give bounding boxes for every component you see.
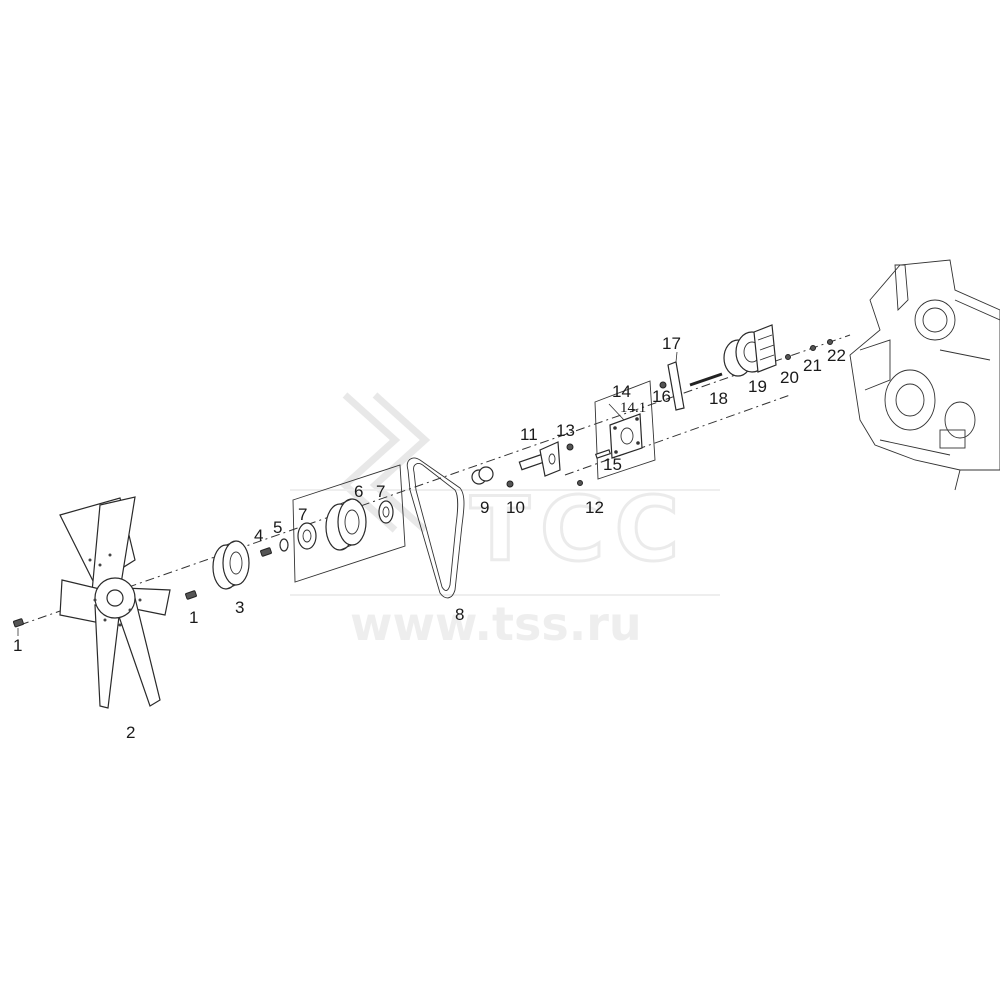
callout-3: 3 bbox=[235, 598, 244, 617]
fan-part-2 bbox=[59, 496, 171, 709]
callout-5: 5 bbox=[273, 518, 282, 537]
washer-part-20 bbox=[785, 354, 791, 360]
callout-19: 19 bbox=[748, 377, 767, 396]
bolt-part-4 bbox=[260, 547, 272, 557]
bolt-part-12 bbox=[577, 480, 583, 486]
nut-part-22 bbox=[827, 339, 833, 345]
callout-4: 4 bbox=[254, 526, 263, 545]
shaft-part-11 bbox=[518, 441, 561, 477]
callout-12: 12 bbox=[585, 498, 604, 517]
leader-lines bbox=[17, 351, 678, 636]
bolt-part-1-left bbox=[13, 618, 24, 628]
callout-7-left: 7 bbox=[298, 505, 307, 524]
pulley-part-6 bbox=[325, 498, 367, 551]
callout-21: 21 bbox=[803, 356, 822, 375]
belt-part-8 bbox=[406, 457, 465, 599]
callout-22: 22 bbox=[827, 346, 846, 365]
assembly-axis-upper bbox=[564, 394, 791, 476]
callout-11: 11 bbox=[520, 425, 538, 444]
fan-hub-part-3 bbox=[212, 540, 250, 590]
bearing-part-7-right bbox=[378, 500, 394, 524]
callout-18: 18 bbox=[709, 389, 728, 408]
assembly-axis bbox=[19, 334, 851, 626]
washer-part-21 bbox=[810, 345, 816, 351]
stud-part-15 bbox=[594, 449, 612, 459]
alternator-part-19 bbox=[723, 324, 777, 377]
bolt-part-18 bbox=[689, 372, 723, 387]
washer-part-5 bbox=[279, 538, 289, 552]
callout-1-center: 1 bbox=[189, 608, 198, 627]
callout-1-left: 1 bbox=[13, 636, 22, 655]
spacer-part-9 bbox=[471, 466, 494, 485]
callout-10: 10 bbox=[506, 498, 525, 517]
callout-14-1: 14.1 bbox=[620, 400, 646, 416]
group-box-parts-6-7 bbox=[292, 464, 406, 583]
callout-15: 15 bbox=[603, 455, 622, 474]
callout-20: 20 bbox=[780, 368, 799, 387]
callout-7-right: 7 bbox=[376, 482, 385, 501]
callout-17: 17 bbox=[662, 334, 681, 353]
engine-block bbox=[849, 259, 1000, 491]
watermark-url: www.tss.ru bbox=[350, 597, 642, 651]
bracket-part-14 bbox=[609, 413, 643, 459]
callout-14: 14 bbox=[612, 382, 631, 401]
callout-16: 16 bbox=[652, 387, 671, 406]
callout-2: 2 bbox=[126, 723, 135, 742]
nut-part-13 bbox=[566, 443, 574, 451]
callout-6: 6 bbox=[354, 482, 363, 501]
adjusting-strap-part-17 bbox=[667, 361, 685, 411]
watermark-logo-mark bbox=[339, 392, 431, 533]
bearing-part-7-left bbox=[297, 522, 317, 550]
callout-9: 9 bbox=[480, 498, 489, 517]
bolt-part-1-center bbox=[185, 590, 197, 600]
callout-8: 8 bbox=[455, 605, 464, 624]
watermark: TCC www.tss.ru bbox=[290, 392, 720, 651]
bolt-part-10 bbox=[506, 480, 514, 488]
bolt-part-16 bbox=[659, 381, 667, 389]
watermark-logo-text: TCC bbox=[470, 478, 689, 581]
callout-13: 13 bbox=[556, 421, 575, 440]
